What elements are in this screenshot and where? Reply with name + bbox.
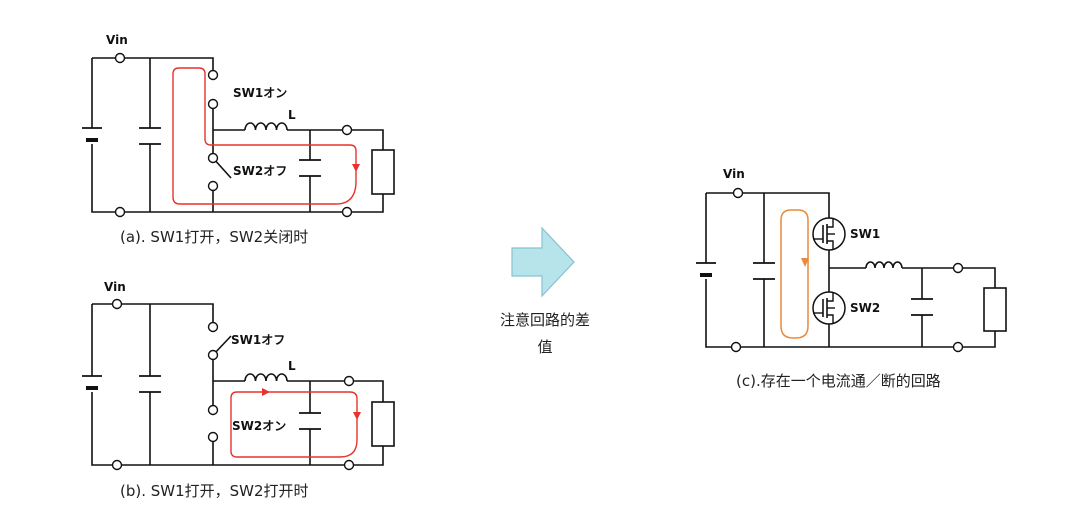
circuit-a-sw2-label: SW2オフ bbox=[233, 164, 287, 178]
circuit-a-caption: (a). SW1打开，SW2关闭时 bbox=[120, 228, 308, 246]
circuit-a-vin-label: Vin bbox=[106, 33, 128, 47]
circuit-c-inductor bbox=[865, 261, 903, 269]
circuit-b-inductor-label: L bbox=[288, 359, 296, 373]
transition-arrow: 注意回路的差 值 bbox=[500, 226, 590, 356]
circuit-c-current-arrow bbox=[801, 258, 809, 267]
circuit-c-input-capacitor bbox=[753, 262, 775, 280]
circuit-a-inductor-label: L bbox=[288, 108, 296, 122]
circuit-c-current-loop bbox=[780, 209, 809, 339]
circuit-a-current-loop bbox=[172, 67, 357, 205]
circuit-b-load-resistor bbox=[371, 401, 395, 447]
circuit-b-sw1-label: SW1オフ bbox=[231, 333, 285, 347]
circuit-b-terminals bbox=[111, 298, 355, 471]
circuit-c-wires bbox=[705, 192, 996, 348]
circuit-b-battery bbox=[82, 375, 102, 390]
circuit-b-output-capacitor bbox=[299, 412, 321, 430]
circuit-c-mosfet-sw2 bbox=[812, 291, 846, 325]
circuit-b-current-loop bbox=[230, 391, 358, 458]
circuit-a-wires bbox=[91, 57, 384, 213]
arrow-caption-line1: 注意回路的差 bbox=[500, 311, 590, 329]
circuit-a-load-resistor bbox=[371, 149, 395, 195]
circuit-b-vin-label: Vin bbox=[104, 280, 126, 294]
circuit-b-sw2-label: SW2オン bbox=[232, 419, 286, 433]
circuit-c-terminals bbox=[730, 187, 964, 353]
circuit-c-battery bbox=[696, 262, 716, 277]
circuit-c-caption: (c).存在一个电流通／断的回路 bbox=[736, 372, 941, 390]
circuit-b-current-arrow-top bbox=[262, 388, 270, 396]
circuit-c: Vin SW1 SW2 (c).存在一个电流通／断的回路 bbox=[696, 167, 1007, 390]
circuit-c-mosfet-sw1 bbox=[812, 217, 846, 251]
circuit-a-sw1-label: SW1オン bbox=[233, 86, 287, 100]
circuit-a-output-capacitor bbox=[299, 159, 321, 177]
circuit-c-output-capacitor bbox=[911, 298, 933, 316]
circuit-b-inductor bbox=[244, 373, 288, 382]
circuit-c-sw2-label: SW2 bbox=[850, 301, 880, 315]
circuit-a: Vin SW1オン L SW2オフ (a). SW1打开，SW2关闭时 bbox=[82, 33, 395, 246]
arrow-caption-line2: 值 bbox=[537, 338, 552, 356]
circuit-b-input-capacitor bbox=[139, 375, 161, 393]
circuit-a-terminals bbox=[114, 52, 353, 218]
circuit-b-current-arrow-right bbox=[353, 412, 361, 420]
circuit-b-wires bbox=[91, 303, 384, 466]
circuit-a-input-capacitor bbox=[139, 127, 161, 145]
circuit-b-caption: (b). SW1打开，SW2打开时 bbox=[120, 482, 309, 500]
circuit-a-current-arrow bbox=[352, 164, 360, 172]
circuit-c-vin-label: Vin bbox=[723, 167, 745, 181]
circuit-a-battery bbox=[82, 127, 102, 142]
circuit-c-sw1-label: SW1 bbox=[850, 227, 880, 241]
circuit-a-inductor bbox=[244, 122, 288, 131]
circuit-c-load-resistor bbox=[983, 287, 1007, 332]
transition-arrow-shape bbox=[511, 226, 575, 298]
circuit-b: Vin SW1オフ L SW2オン (b). SW1打开，SW2打开时 bbox=[82, 280, 395, 500]
